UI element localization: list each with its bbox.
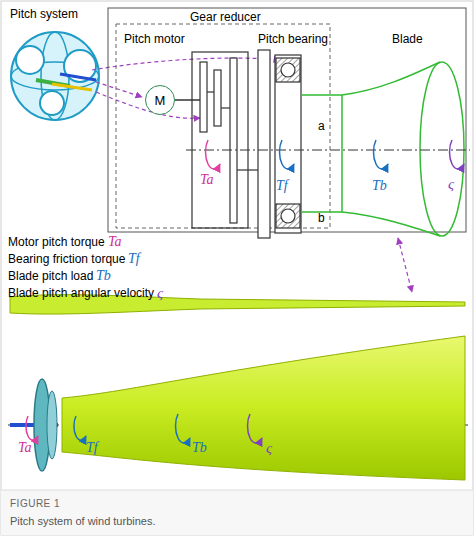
blade-3d-view-part (62, 336, 465, 480)
gear-reducer-symbol (192, 52, 258, 228)
torque-symbol: Tb (96, 268, 111, 283)
pitch-bearing-symbol-part (281, 63, 295, 77)
blade-3d-view (10, 336, 465, 480)
torque-symbol: Ta (200, 172, 214, 187)
motor-circle: M (145, 85, 175, 115)
torque-arrows-3d-part (26, 416, 38, 440)
torque-arrows-3d-part (248, 414, 262, 443)
gear-reducer-symbol-part (221, 107, 230, 108)
blade-3d-view-part (47, 391, 57, 459)
gear-reducer-symbol-part (200, 62, 207, 132)
pitch-system-hub-part (11, 32, 99, 120)
torque-arrows-3d-part (74, 416, 86, 440)
figure-number: FIGURE 1 (10, 498, 60, 509)
pitch-bearing-symbol-part (258, 50, 270, 238)
component-name: Pitch system (10, 8, 78, 21)
pitch-system-hub (11, 32, 99, 120)
component-name: Blade (392, 33, 423, 46)
motor-shaft-part (175, 99, 200, 101)
pitch-bearing-symbol-part (275, 55, 301, 233)
figure-frame-part (1, 490, 473, 491)
pitch-bearing-symbol-part (276, 58, 300, 82)
component-name: Gear reducer (190, 11, 261, 24)
motor-shaft (175, 99, 200, 101)
reference-arrows-part (92, 58, 280, 70)
pitch-system-hub-part (40, 91, 64, 115)
blade-outline-part (301, 212, 440, 236)
legend-text: Bearing friction torque (8, 253, 125, 266)
torque-arrows-3d-part (176, 414, 190, 443)
torque-arrows-part (450, 140, 464, 169)
system-frame-part (108, 8, 466, 232)
blade-outline-part (301, 62, 440, 95)
system-frame (108, 8, 466, 232)
velocity-symbol: ς (266, 440, 272, 457)
torque-symbol: Ta (108, 234, 122, 249)
torque-arrows-3d (26, 414, 262, 443)
torque-symbol: Tf (276, 178, 288, 193)
torque-arrows-part (280, 140, 294, 169)
legend-text: Blade pitch load (8, 270, 93, 283)
gear-reducer-symbol-part (230, 58, 237, 223)
torque-symbol: Tb (372, 178, 387, 193)
pitch-system-hub-part (60, 74, 96, 80)
motor-symbol: M (155, 93, 166, 108)
velocity-symbol: ς (157, 285, 163, 302)
torque-symbol: Ta (18, 440, 32, 455)
gear-reducer-symbol-part (214, 70, 221, 126)
point-label: a (318, 120, 325, 133)
pitch-bearing-symbol-part (276, 204, 300, 228)
blade-outline (301, 62, 464, 236)
torque-arrows-part (206, 140, 220, 169)
torque-symbol: Tb (192, 440, 207, 455)
blade-outline-part (341, 95, 343, 212)
gear-reducer-symbol-part (237, 169, 258, 170)
pitch-bearing-symbol-part (281, 209, 295, 223)
center-line-part (186, 150, 470, 151)
component-name: Pitch bearing (258, 33, 328, 46)
gear-reducer-symbol-part (207, 91, 214, 92)
figure-frame-part (1, 490, 473, 535)
torque-arrows-part (374, 140, 388, 169)
torque-symbol: Tf (128, 251, 140, 266)
point-label: b (318, 212, 325, 225)
pitch-bearing-symbol (258, 50, 301, 238)
torque-symbol: Tf (86, 440, 98, 455)
torque-arrows (206, 140, 464, 169)
reference-arrows-part (398, 238, 412, 292)
reference-arrows (92, 58, 412, 292)
legend-text: Blade pitch angular velocity (8, 287, 154, 300)
gear-reducer-symbol-part (192, 52, 248, 228)
pitch-system-hub-part (16, 46, 44, 74)
pitch-system-hub-part (52, 84, 92, 90)
legend-text: Motor pitch torque (8, 236, 105, 249)
component-name: Pitch motor (124, 33, 185, 46)
figure-caption: Pitch system of wind turbines. (10, 515, 156, 527)
blade-outline-part (420, 62, 464, 236)
velocity-symbol: ς (448, 176, 454, 193)
